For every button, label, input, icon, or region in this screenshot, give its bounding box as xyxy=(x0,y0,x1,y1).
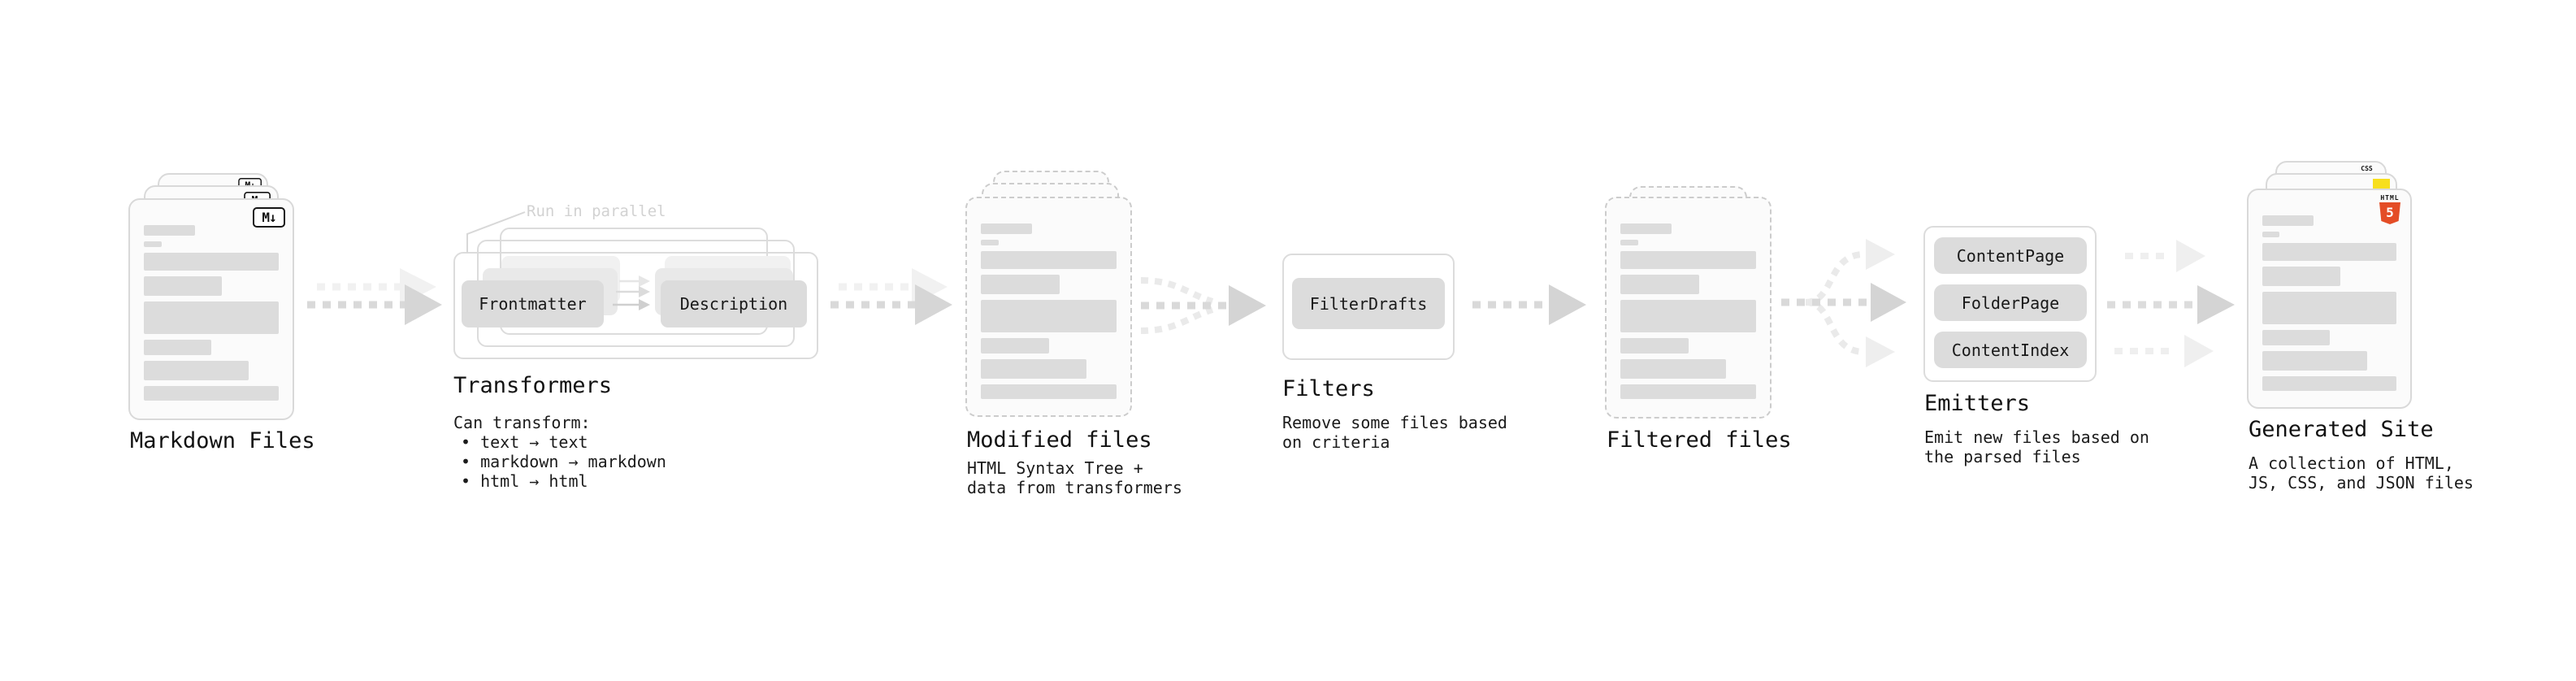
skeleton-line xyxy=(144,241,162,247)
skeleton-line xyxy=(2262,292,2396,324)
skeleton-line xyxy=(2262,215,2314,226)
doc-skeleton xyxy=(981,223,1117,399)
bullet-line: • markdown → markdown xyxy=(461,452,666,471)
generated-doc-front: HTML 5 xyxy=(2247,189,2412,409)
filters-description: Remove some files based on criteria xyxy=(1282,413,1507,452)
skeleton-line xyxy=(2262,267,2340,286)
filtered-doc-front xyxy=(1605,197,1772,419)
desc-heading: Can transform: xyxy=(453,413,591,432)
markdown-doc-front: M↓ xyxy=(128,198,294,420)
html5-icon: HTML 5 xyxy=(2378,194,2402,224)
emitters-description: Emit new files based on the parsed files xyxy=(1924,427,2149,466)
arrow-modified-to-filters xyxy=(1140,277,1266,334)
skeleton-line xyxy=(1620,384,1756,399)
skeleton-line xyxy=(144,301,279,334)
skeleton-line xyxy=(144,386,279,401)
desc-bullets: • text → text • markdown → markdown • ht… xyxy=(453,432,666,491)
arrow-markdown-to-transformers xyxy=(307,268,442,325)
skeleton-line xyxy=(2262,351,2367,371)
skeleton-line xyxy=(1620,223,1672,234)
html5-icon-word: HTML xyxy=(2380,194,2400,202)
arrow-emitters-to-generated xyxy=(2107,240,2235,367)
doc-skeleton xyxy=(1620,223,1756,399)
desc-line: Remove some files based xyxy=(1282,413,1507,432)
run-in-parallel-note: Run in parallel xyxy=(527,202,666,220)
contentpage-chip: ContentPage xyxy=(1934,237,2087,274)
desc-line: data from transformers xyxy=(967,478,1182,497)
transformer-run-front xyxy=(453,252,818,359)
js-icon xyxy=(2373,179,2390,189)
arrow-transformers-to-modified xyxy=(830,268,952,325)
folderpage-chip: FolderPage xyxy=(1934,284,2087,321)
contentindex-chip: ContentIndex xyxy=(1934,332,2087,368)
skeleton-line xyxy=(144,361,249,380)
markdown-icon: M↓ xyxy=(253,207,285,228)
skeleton-line xyxy=(1620,359,1727,379)
skeleton-line xyxy=(981,359,1087,379)
skeleton-line xyxy=(1620,240,1638,245)
skeleton-line xyxy=(144,340,211,355)
bullet-line: • text → text xyxy=(461,432,588,452)
description-chip: Description xyxy=(661,280,807,327)
arrow-filters-to-filtered xyxy=(1472,284,1586,325)
desc-line: A collection of HTML, xyxy=(2249,453,2454,473)
modified-doc-front xyxy=(965,197,1132,417)
skeleton-line xyxy=(981,338,1049,354)
skeleton-line xyxy=(1620,300,1756,332)
stage-title-emitters: Emitters xyxy=(1924,391,2031,416)
desc-line: Emit new files based on xyxy=(1924,427,2149,447)
doc-skeleton xyxy=(144,225,279,401)
css-icon-label: CSS xyxy=(2361,165,2373,172)
modified-description: HTML Syntax Tree + data from transformer… xyxy=(967,458,1182,497)
skeleton-line xyxy=(144,253,279,271)
skeleton-line xyxy=(981,240,999,245)
stage-title-filtered: Filtered files xyxy=(1607,427,1792,453)
bullet-line: • html → html xyxy=(461,471,588,491)
stage-title-modified: Modified files xyxy=(967,427,1152,453)
skeleton-line xyxy=(144,225,196,236)
skeleton-line xyxy=(2262,330,2330,345)
filterdrafts-chip: FilterDrafts xyxy=(1292,278,1445,329)
arrow-filtered-to-emitters xyxy=(1781,239,1906,367)
skeleton-line xyxy=(981,275,1060,294)
skeleton-line xyxy=(144,276,223,296)
desc-line: HTML Syntax Tree + xyxy=(967,458,1143,478)
doc-skeleton xyxy=(2262,215,2396,391)
stage-title-markdown: Markdown Files xyxy=(130,428,315,453)
generated-description: A collection of HTML, JS, CSS, and JSON … xyxy=(2249,453,2474,492)
skeleton-line xyxy=(1620,338,1689,354)
desc-line: the parsed files xyxy=(1924,447,2081,466)
skeleton-line xyxy=(981,384,1117,399)
frontmatter-chip: Frontmatter xyxy=(462,280,604,327)
desc-line: JS, CSS, and JSON files xyxy=(2249,473,2474,492)
skeleton-line xyxy=(2262,232,2280,237)
skeleton-line xyxy=(981,300,1117,332)
skeleton-line xyxy=(981,223,1033,234)
skeleton-line xyxy=(2262,376,2396,391)
stage-title-transformers: Transformers xyxy=(453,373,613,398)
skeleton-line xyxy=(1620,275,1699,294)
transformers-description: Can transform: • text → text • markdown … xyxy=(453,413,666,491)
stage-title-generated: Generated Site xyxy=(2249,417,2434,442)
stage-title-filters: Filters xyxy=(1282,376,1375,401)
desc-line: on criteria xyxy=(1282,432,1390,452)
skeleton-line xyxy=(1620,251,1756,269)
html5-icon-shield: 5 xyxy=(2379,202,2400,224)
skeleton-line xyxy=(2262,243,2396,261)
skeleton-line xyxy=(981,251,1117,269)
